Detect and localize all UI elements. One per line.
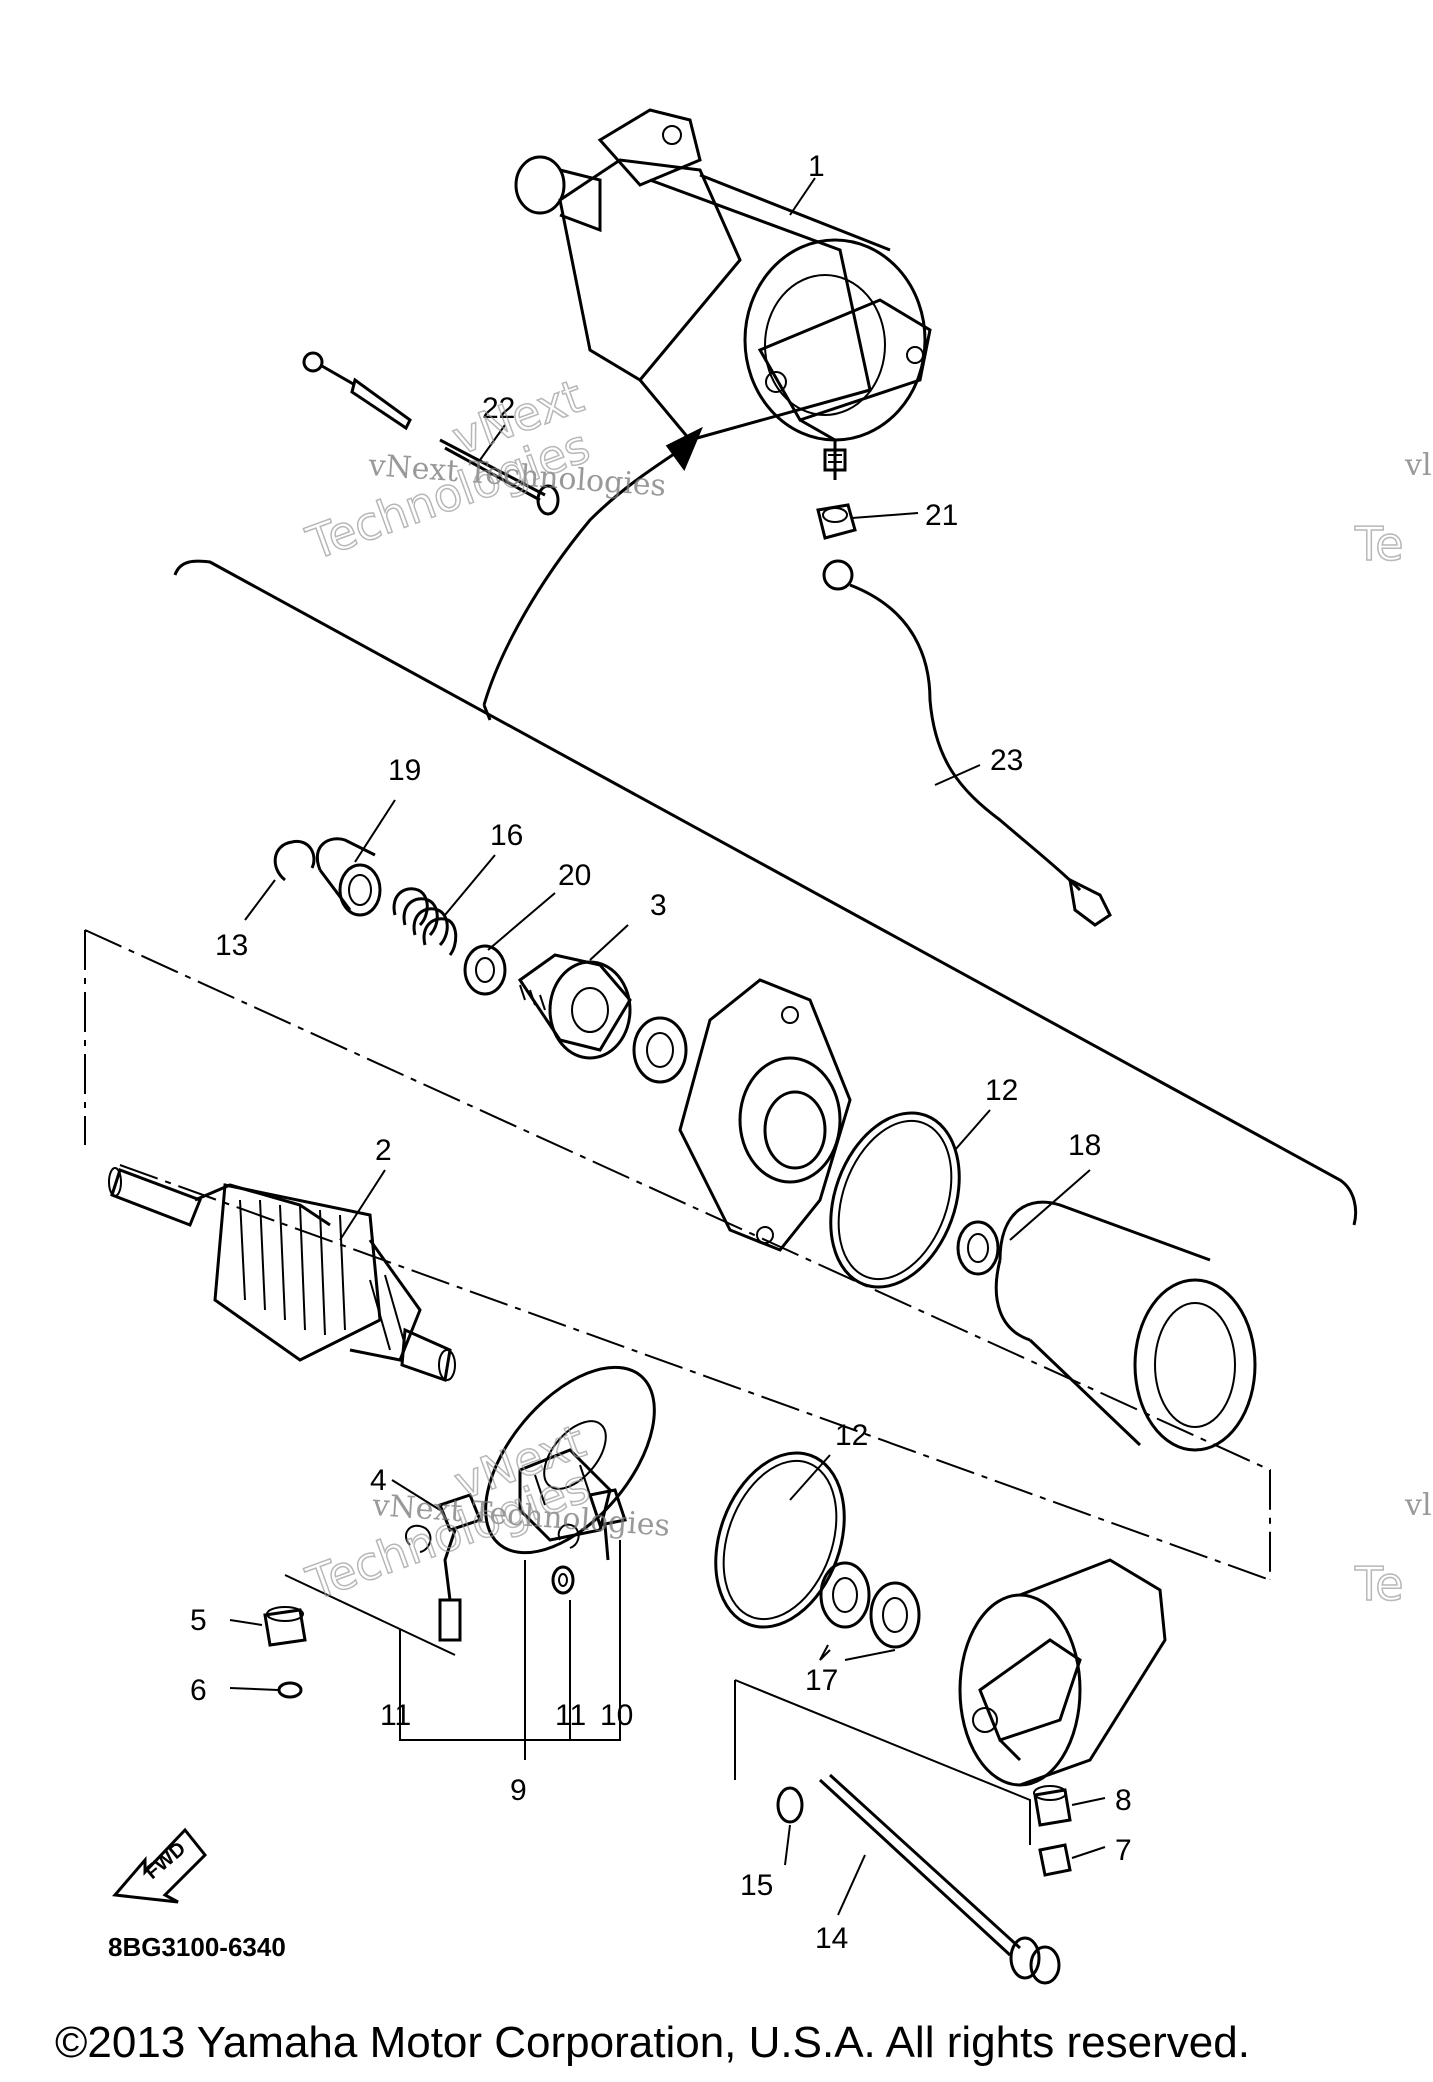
- callout-4: 4: [370, 1464, 387, 1497]
- bolt-22: [439, 438, 560, 516]
- rear-group-box: [734, 1679, 1031, 1845]
- callout-21: 21: [925, 499, 958, 532]
- brush-holder-plate: [484, 1365, 656, 1555]
- brush-10: [557, 1488, 627, 1561]
- callout-5: 5: [190, 1604, 207, 1637]
- callout-12-lower: 12: [835, 1419, 868, 1452]
- washer-20: [463, 944, 507, 996]
- svg-text:vl: vl: [1404, 1488, 1432, 1523]
- callout-18: 18: [1068, 1129, 1101, 1162]
- starter-motor-assembly: [514, 108, 932, 480]
- copyright-notice: ©2013 Yamaha Motor Corporation, U.S.A. A…: [55, 2018, 1250, 2067]
- callout-6: 6: [190, 1674, 207, 1707]
- nut-21: [816, 503, 857, 540]
- o-ring-12-upper: [829, 1111, 961, 1289]
- callout-22: 22: [482, 392, 515, 425]
- yoke: [994, 1200, 1257, 1452]
- circlip-13: [273, 839, 316, 882]
- sleeve-19: [315, 837, 382, 917]
- callout-8: 8: [1115, 1784, 1132, 1817]
- leader-lines: [229, 177, 1106, 1916]
- washer: [632, 1016, 688, 1084]
- callout-13: 13: [215, 929, 248, 962]
- part-code: 8BG3100-6340: [108, 1932, 286, 1962]
- callout-9: 9: [510, 1774, 527, 1807]
- through-bolt-14: [818, 1773, 1061, 1985]
- washer-15: [776, 1786, 804, 1824]
- ground-lead: [302, 351, 412, 431]
- callout-10: 10: [600, 1699, 633, 1732]
- svg-text:vl: vl: [1404, 448, 1432, 483]
- callout-20: 20: [558, 859, 591, 892]
- callout-14: 14: [815, 1922, 848, 1955]
- svg-text:Te: Te: [1354, 517, 1404, 571]
- svg-text:Te: Te: [1354, 1557, 1404, 1611]
- fwd-arrow-icon: FWD: [112, 1827, 208, 1904]
- callout-3: 3: [650, 889, 667, 922]
- grommet-8: [1033, 1785, 1072, 1827]
- callout-7: 7: [1115, 1834, 1132, 1867]
- brush-4: [405, 1493, 482, 1642]
- nut-11: [551, 1565, 575, 1595]
- group-lines-9-11-10: [284, 1540, 621, 1760]
- callout-12-upper: 12: [985, 1074, 1018, 1107]
- callout-11-right: 11: [555, 1699, 586, 1732]
- group-bracket: [173, 559, 1358, 1226]
- callouts: 1 22 21 23 19 16 20 3 13 12 18 2 12 4 5 …: [190, 150, 1132, 1955]
- callout-2: 2: [375, 1134, 392, 1167]
- clutch-3: [517, 953, 632, 1060]
- nut-7: [1038, 1843, 1072, 1877]
- washers-17: [819, 1561, 921, 1661]
- assembly-arrow: [482, 448, 681, 706]
- assembly-box: [84, 929, 1271, 1581]
- callout-23: 23: [990, 744, 1023, 777]
- spring-16: [392, 887, 458, 956]
- grommet-5: [263, 1606, 307, 1647]
- front-cover: [678, 978, 852, 1252]
- callout-19: 19: [388, 754, 421, 787]
- rear-cover: [958, 1558, 1167, 1787]
- callout-1: 1: [808, 150, 825, 183]
- callout-11-left: 11: [380, 1699, 411, 1732]
- cable-23: [822, 559, 1112, 927]
- washer-6: [277, 1681, 303, 1699]
- callout-16: 16: [490, 819, 523, 852]
- o-ring-12-lower: [714, 1451, 846, 1629]
- callout-17: 17: [805, 1664, 838, 1697]
- armature-2: [108, 1167, 456, 1383]
- callout-15: 15: [740, 1869, 773, 1902]
- washer-18: [956, 1220, 1000, 1276]
